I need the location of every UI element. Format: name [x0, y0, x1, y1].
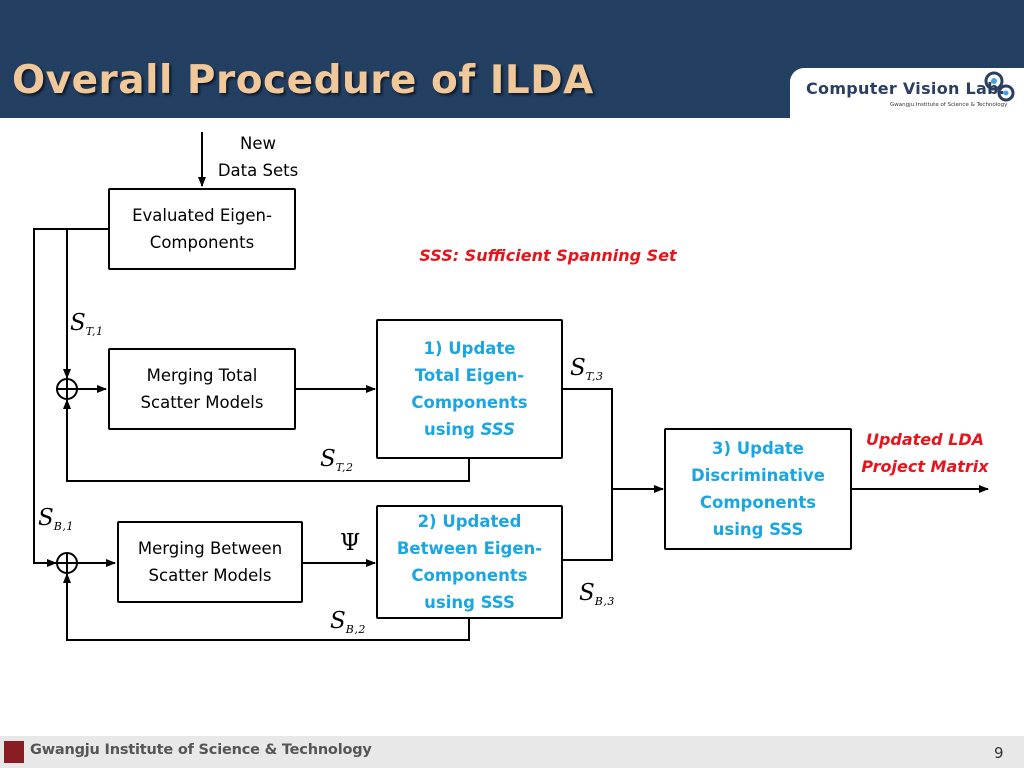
lab-logo-subtext: Gwangju Institute of Science & Technolog…	[890, 102, 1008, 108]
box-evaluated-label: Evaluated Eigen- Components	[132, 206, 272, 252]
sb2-feedback-line	[63, 573, 470, 641]
box-update-disc-label: 3) Update Discriminative Components usin…	[691, 439, 825, 539]
box-update-between: 2) Updated Between Eigen- Components usi…	[376, 505, 563, 619]
box-merging-total: Merging Total Scatter Models	[108, 348, 296, 430]
ilda-flow-diagram	[33, 132, 989, 641]
box-merging-total-label: Merging Total Scatter Models	[140, 366, 264, 412]
st1-line	[63, 228, 108, 379]
box-update-between-label: 2) Updated Between Eigen- Components usi…	[396, 512, 543, 612]
box-merging-between-label: Merging Between Scatter Models	[137, 539, 283, 585]
page-number: 9	[994, 744, 1004, 762]
box-update-total-label: 1) Update Total Eigen- Components using	[411, 339, 528, 439]
box-update-discriminative: 3) Update Discriminative Components usin…	[664, 428, 852, 550]
footer-bar: Gwangju Institute of Science & Technolog…	[0, 736, 1024, 768]
box-merging-between: Merging Between Scatter Models	[117, 521, 303, 603]
symbol-st2: ST,2	[320, 446, 354, 474]
page-title: Overall Procedure of ILDA	[12, 58, 594, 103]
box-update-total-sss: SSS	[480, 420, 515, 439]
lab-logo-text: Computer Vision Lab.	[806, 79, 1006, 98]
output-label: Updated LDA Project Matrix	[861, 430, 989, 476]
input-label: New Data Sets	[217, 134, 299, 180]
header-bar: Overall Procedure of ILDA Computer Visio…	[0, 0, 1024, 118]
lab-logo: Computer Vision Lab. Gwangju Institute o…	[790, 68, 1024, 118]
box-evaluated-eigen-components: Evaluated Eigen- Components	[108, 188, 296, 270]
sb3-line	[562, 489, 613, 561]
symbol-st3: ST,3	[570, 355, 604, 383]
box-update-total: 1) Update Total Eigen- Components using …	[376, 319, 563, 459]
st2-feedback-line	[63, 399, 470, 482]
footer-institution: Gwangju Institute of Science & Technolog…	[30, 742, 372, 758]
sss-note: SSS: Sufficient Spanning Set	[419, 246, 677, 265]
symbol-st1: ST,1	[70, 310, 104, 338]
lab-logo-icon	[984, 71, 1015, 102]
symbol-sb3: SB,3	[579, 580, 615, 608]
symbol-psi: Ψ	[340, 530, 361, 556]
gist-logo-icon	[4, 741, 24, 763]
symbol-sb1: SB,1	[38, 505, 74, 533]
symbol-sb2: SB,2	[330, 608, 366, 636]
st3-line	[562, 388, 613, 489]
